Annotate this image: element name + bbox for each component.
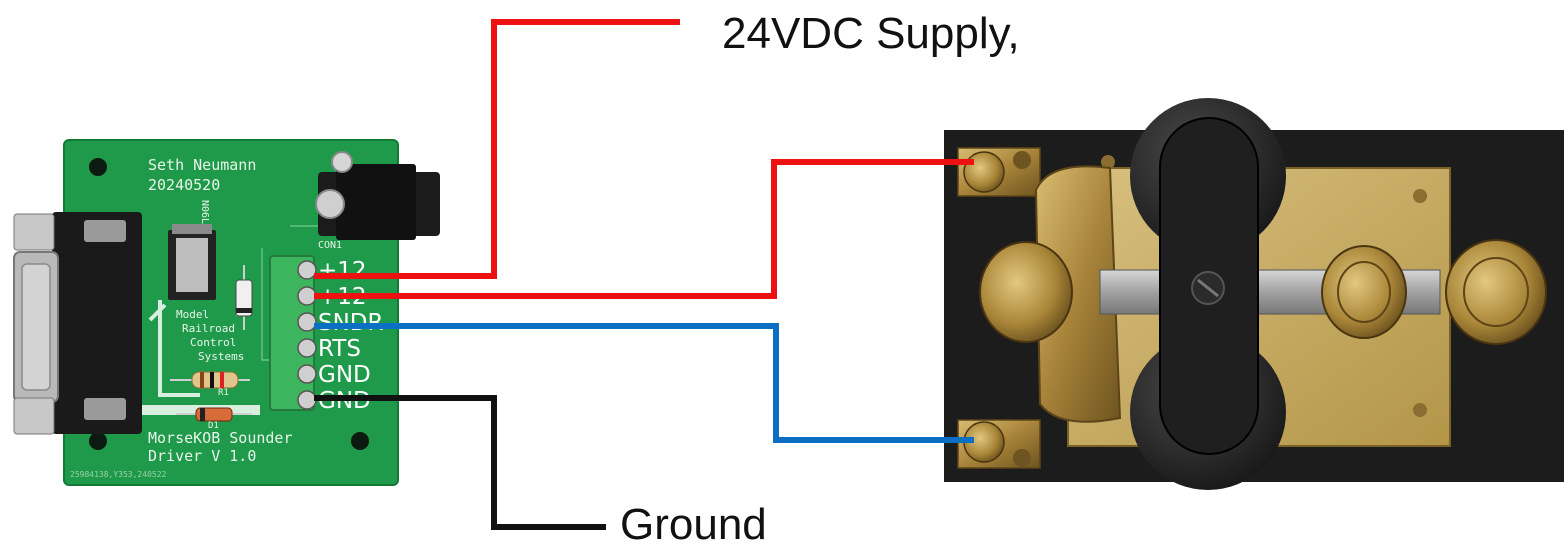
pcb-brand-line-1: Model	[176, 308, 209, 321]
pcb-author: Seth Neumann	[148, 156, 256, 174]
diode-ref: D1	[208, 421, 219, 431]
pcb-brand-line-3: Control	[190, 336, 236, 349]
wire-sounder-plus	[314, 159, 974, 299]
mount-hole	[351, 432, 369, 450]
transistor	[168, 224, 216, 300]
pcb-serial: 25984138,Y353,240522	[70, 470, 167, 479]
wire-ground	[314, 395, 606, 530]
mount-hole	[89, 158, 107, 176]
db9-connector	[13, 212, 142, 435]
terminal-screw	[297, 390, 317, 410]
mount-hole	[89, 432, 107, 450]
resistor-ref: R1	[218, 388, 229, 398]
terminal-screw	[297, 286, 317, 306]
terminal-block: +12 +12 SNDR RTS GND GND	[269, 255, 384, 414]
terminal-screw	[297, 312, 317, 332]
driver-board: Seth Neumann 20240520 Model Railroad Con…	[13, 139, 440, 486]
supply-label: 24VDC Supply,	[722, 9, 1020, 58]
terminal-label-1: +12	[318, 258, 367, 284]
pcb-date: 20240520	[148, 176, 220, 194]
transistor-mark: N06L	[199, 200, 210, 224]
adjust-knob-right	[1445, 239, 1547, 345]
terminal-screw	[297, 260, 317, 280]
pcb-title-line-1: MorseKOB Sounder	[148, 429, 293, 447]
adjust-knob-left	[979, 241, 1073, 343]
terminal-label-4: RTS	[318, 336, 361, 362]
terminal-label-5: GND	[318, 362, 371, 388]
pcb-title-line-2: Driver V 1.0	[148, 447, 256, 465]
terminal-screw	[297, 364, 317, 384]
connector-ref: CON1	[318, 240, 342, 251]
binding-post-bottom	[957, 419, 1041, 469]
binding-post-top	[957, 147, 1041, 197]
power-jack	[315, 151, 440, 240]
adjust-knob-middle	[1321, 245, 1407, 339]
diode-d1	[176, 407, 252, 422]
resistor-r1	[170, 371, 250, 389]
pcb-brand-line-4: Systems	[198, 350, 244, 363]
ground-label: Ground	[620, 500, 767, 549]
terminal-screw	[297, 338, 317, 358]
diode-d2	[235, 265, 253, 330]
wire-supply	[314, 19, 680, 279]
sounder-yoke	[1034, 165, 1122, 423]
wire-sounder-return	[314, 323, 974, 443]
morse-sounder	[944, 98, 1564, 490]
pcb-brand-line-2: Railroad	[182, 322, 235, 335]
